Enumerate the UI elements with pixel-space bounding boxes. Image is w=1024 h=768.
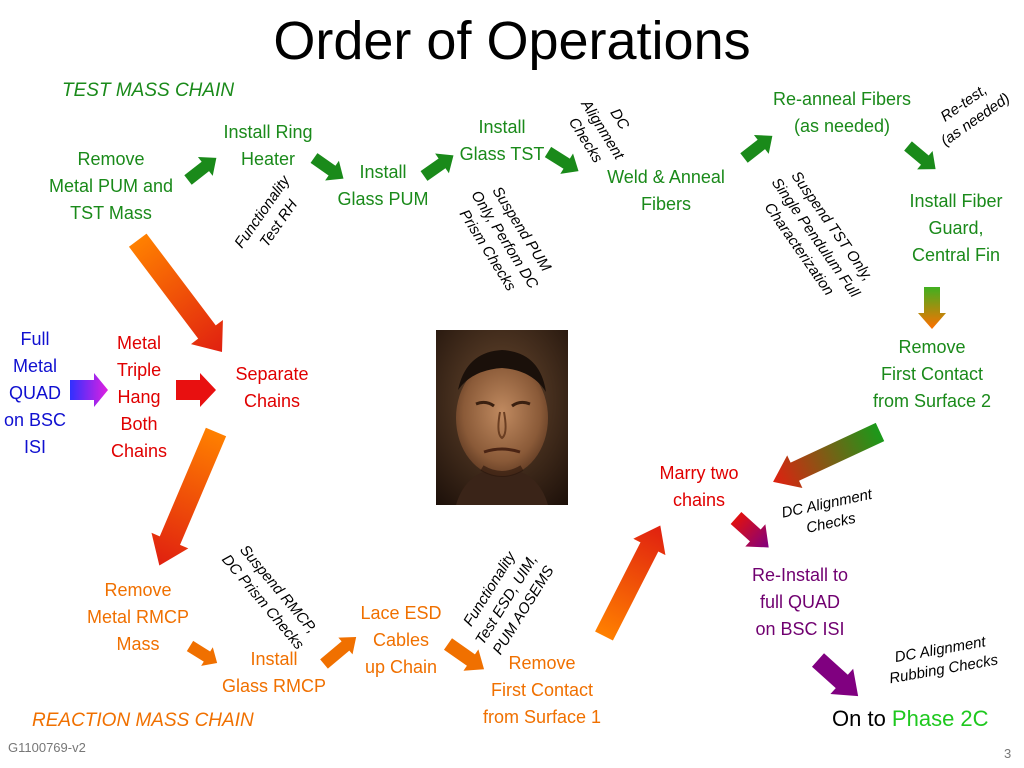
- node-install-glass-pum: Install Glass PUM: [337, 162, 429, 209]
- arrow-lace-to-remove-contact-1: [443, 638, 485, 671]
- arrow-glass-tst-to-weld: [544, 146, 579, 174]
- node-separate-chains: Separate Chains: [235, 364, 309, 411]
- arrow-weld-to-reanneal: [740, 134, 773, 163]
- arrow-separate-to-remove-rmcp: [151, 427, 227, 566]
- test-mass-chain-label: TEST MASS CHAIN: [62, 80, 235, 101]
- portrait-photo: [436, 330, 568, 505]
- next-phase-name: Phase 2C: [891, 706, 989, 731]
- node-remove-rmcp: Remove Metal RMCP Mass: [86, 580, 189, 654]
- node-triple-hang: Metal Triple Hang Both Chains: [110, 333, 168, 461]
- arrow-triple-to-separate: [176, 373, 216, 407]
- document-id: G1100769-v2: [8, 740, 86, 755]
- node-remove-pum-tst: Remove Metal PUM and TST Mass: [48, 149, 174, 223]
- arrow-remove-pum-to-ring: [184, 156, 217, 185]
- node-reinstall-quad: Re-Install to full QUAD on BSC ISI: [751, 565, 849, 639]
- arrow-glass-pum-to-glass-tst: [420, 153, 454, 181]
- node-remove-first-contact-1: Remove First Contact from Surface 1: [482, 653, 602, 727]
- node-install-fiber-guard: Install Fiber Guard, Central Fin: [909, 191, 1003, 265]
- arrow-separate-to-remove-pum: [128, 233, 223, 352]
- next-phase-text: On to Phase 2C: [832, 706, 989, 731]
- page-title: Order of Operations: [273, 11, 751, 71]
- arrow-quad-to-triple: [70, 373, 108, 407]
- node-install-ring-heater: Install Ring Heater: [223, 122, 313, 169]
- arrow-fiber-guard-to-remove-contact-2: [918, 287, 946, 329]
- arrow-reinstall-to-rubbing: [811, 653, 859, 697]
- arrow-glass-rmcp-to-lace: [320, 637, 357, 669]
- node-install-glass-rmcp: Install Glass RMCP: [221, 649, 326, 696]
- node-marry-chains: Marry two chains: [659, 463, 739, 510]
- arrow-ring-to-glass-pum: [310, 153, 344, 181]
- node-reanneal-fibers: Re-anneal Fibers (as needed): [772, 89, 912, 136]
- node-full-quad: Full Metal QUAD on BSC ISI: [3, 329, 67, 457]
- node-remove-first-contact-2: Remove First Contact from Surface 2: [872, 337, 992, 411]
- arrow-remove-contact-2-to-marry: [773, 422, 885, 489]
- arrow-remove-rmcp-to-glass-rmcp: [186, 640, 218, 666]
- node-install-glass-tst: Install Glass TST: [459, 117, 545, 164]
- arrow-reanneal-to-fiber-guard: [904, 141, 936, 170]
- page-number: 3: [1004, 746, 1012, 761]
- arrow-remove-contact-1-to-marry: [595, 525, 666, 641]
- reaction-mass-chain-label: REACTION MASS CHAIN: [32, 710, 254, 731]
- node-lace-esd: Lace ESD Cables up Chain: [360, 603, 442, 677]
- node-weld-anneal: Weld & Anneal Fibers: [607, 167, 725, 214]
- arrow-marry-to-reinstall: [730, 512, 769, 548]
